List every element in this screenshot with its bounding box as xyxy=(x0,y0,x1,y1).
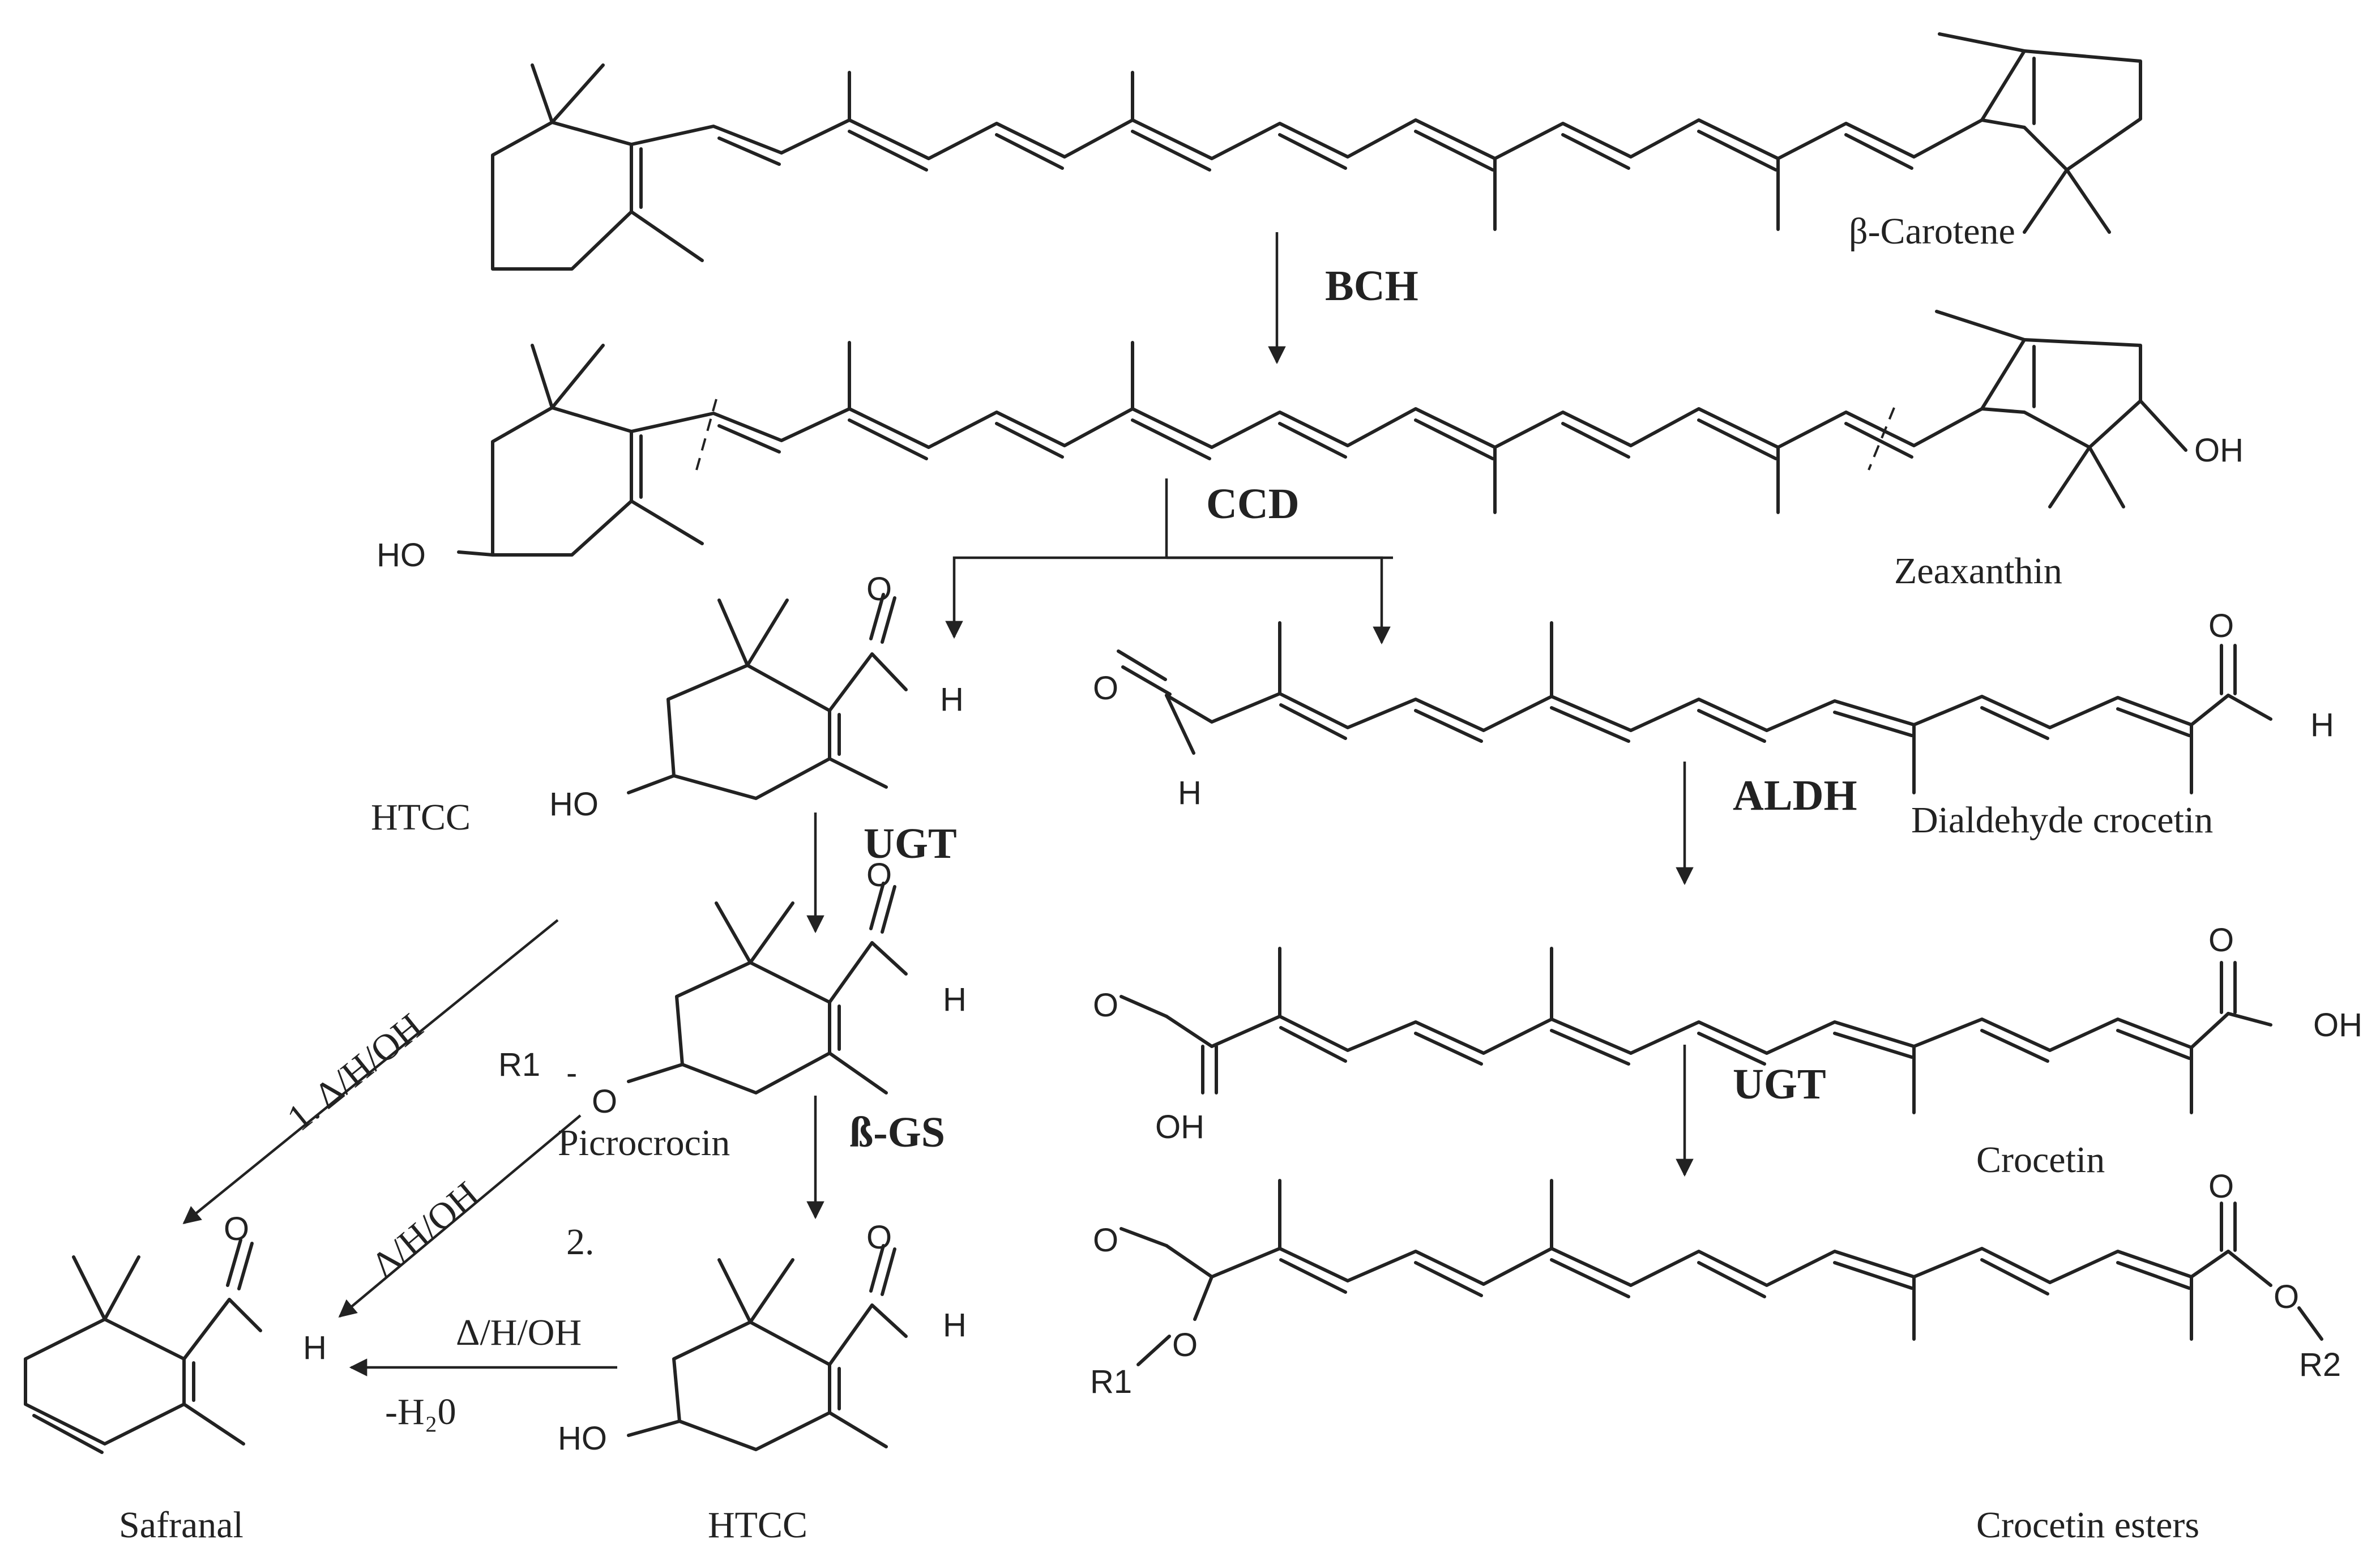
dialdehyde-crocetin-structure xyxy=(1117,621,2272,794)
htcc-bottom-ho: HO xyxy=(558,1420,607,1457)
enzyme-ccd: CCD xyxy=(1206,480,1300,528)
enzyme-beta-gs: ß-GS xyxy=(849,1109,945,1156)
picrocrocin-bond-dash: - xyxy=(566,1055,577,1092)
condition-route-picro: Δ/H/OH xyxy=(364,1174,487,1286)
htcc-top-structure xyxy=(627,593,908,800)
label-beta-carotene: β-Carotene xyxy=(1849,211,2015,252)
safranal-structure xyxy=(24,1238,262,1454)
crocetin-structure xyxy=(1120,947,2272,1114)
dialdehyde-o-left: O xyxy=(1093,670,1118,707)
enzyme-bch: BCH xyxy=(1325,262,1418,310)
label-dialdehyde-crocetin: Dialdehyde crocetin xyxy=(1911,799,2213,841)
label-picrocrocin: Picrocrocin xyxy=(558,1122,730,1164)
picrocrocin-r1: R1 xyxy=(498,1046,540,1083)
crocetin-o-right: O xyxy=(2208,922,2234,959)
safranal-h: H xyxy=(303,1329,327,1366)
arrow-route-picro xyxy=(338,1114,582,1318)
esters-o-right-carbonyl: O xyxy=(2208,1168,2234,1205)
condition-route-2-number: 2. xyxy=(566,1221,595,1263)
dialdehyde-o-right: O xyxy=(2208,608,2234,644)
htcc-top-o: O xyxy=(866,571,892,608)
htcc-bottom-structure xyxy=(627,1244,908,1451)
reaction-arrows xyxy=(182,232,1694,1376)
esters-r2: R2 xyxy=(2299,1346,2341,1383)
dialdehyde-h-right: H xyxy=(2310,707,2334,743)
enzyme-aldh: ALDH xyxy=(1733,772,1857,819)
arrow-ccd-right xyxy=(1167,556,1391,645)
label-crocetin-esters: Crocetin esters xyxy=(1976,1504,2199,1546)
picrocrocin-o-ether: O xyxy=(592,1083,617,1120)
condition-dehydration: -H₂0 xyxy=(385,1391,456,1433)
label-htcc-top: HTCC xyxy=(371,797,471,838)
zeaxanthin-ho-left: HO xyxy=(377,537,426,574)
enzyme-ugt-right: UGT xyxy=(1733,1061,1826,1108)
picrocrocin-structure xyxy=(627,882,908,1094)
crocetin-oh-right: OH xyxy=(2313,1007,2362,1044)
condition-route-1: 1. Δ/H/OH xyxy=(279,1006,430,1139)
crocetin-esters-structure xyxy=(1120,1179,2323,1366)
zeaxanthin-oh-right: OH xyxy=(2194,432,2244,469)
esters-o-left-carbonyl: O xyxy=(1093,1222,1118,1259)
htcc-bottom-o: O xyxy=(866,1219,892,1256)
label-crocetin: Crocetin xyxy=(1976,1139,2105,1181)
crocetin-o-left: O xyxy=(1093,987,1118,1024)
zeaxanthin-structure xyxy=(457,310,2187,557)
htcc-top-ho: HO xyxy=(549,786,599,823)
esters-r1: R1 xyxy=(1090,1363,1132,1400)
picrocrocin-h: H xyxy=(943,981,967,1018)
condition-route-2: Δ/H/OH xyxy=(456,1312,582,1353)
label-safranal: Safranal xyxy=(119,1504,243,1546)
picrocrocin-o-aldehyde: O xyxy=(866,857,892,893)
htcc-bottom-h: H xyxy=(943,1307,967,1344)
safranal-o: O xyxy=(224,1211,249,1247)
arrow-route-1 xyxy=(182,919,559,1224)
crocetin-oh-left: OH xyxy=(1155,1109,1204,1145)
label-zeaxanthin: Zeaxanthin xyxy=(1894,550,2062,592)
esters-o-left-ether: O xyxy=(1172,1327,1198,1363)
enzyme-ugt-left: UGT xyxy=(864,820,957,867)
label-htcc-bottom: HTCC xyxy=(708,1504,807,1546)
beta-carotene-structure xyxy=(491,32,2142,271)
htcc-top-h: H xyxy=(940,681,964,718)
arrow-ccd-left xyxy=(945,556,1393,639)
dialdehyde-h-left: H xyxy=(1178,775,1202,811)
esters-o-right-ether: O xyxy=(2274,1279,2299,1315)
